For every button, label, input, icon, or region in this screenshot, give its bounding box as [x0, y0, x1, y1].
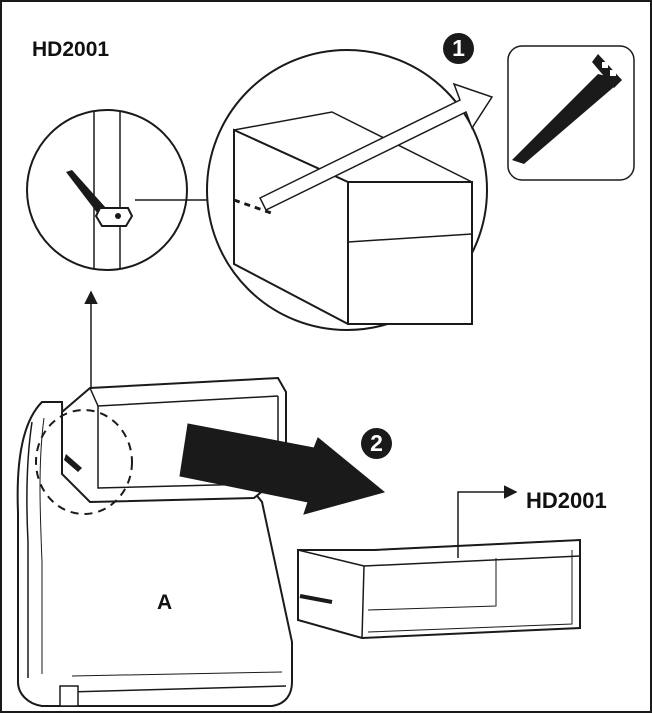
step-number-1: 1 — [443, 33, 474, 64]
elbow-label: A — [157, 591, 173, 614]
push-arrow-icon — [179, 423, 386, 515]
label-leader-line — [457, 485, 518, 558]
saw-icon — [512, 54, 622, 164]
saw-icon-box — [507, 45, 635, 181]
step-number-2: 2 — [361, 428, 392, 459]
elbow-part-a — [16, 376, 293, 707]
knife-icon — [66, 170, 134, 227]
cut-detail-circle — [206, 49, 488, 331]
duct-hd2001 — [297, 538, 581, 640]
saw-pointer-arrow — [258, 82, 494, 212]
duct-label: HD2001 — [526, 488, 607, 513]
knife-detail-circle — [26, 109, 188, 271]
diagram-title: HD2001 — [32, 38, 110, 61]
